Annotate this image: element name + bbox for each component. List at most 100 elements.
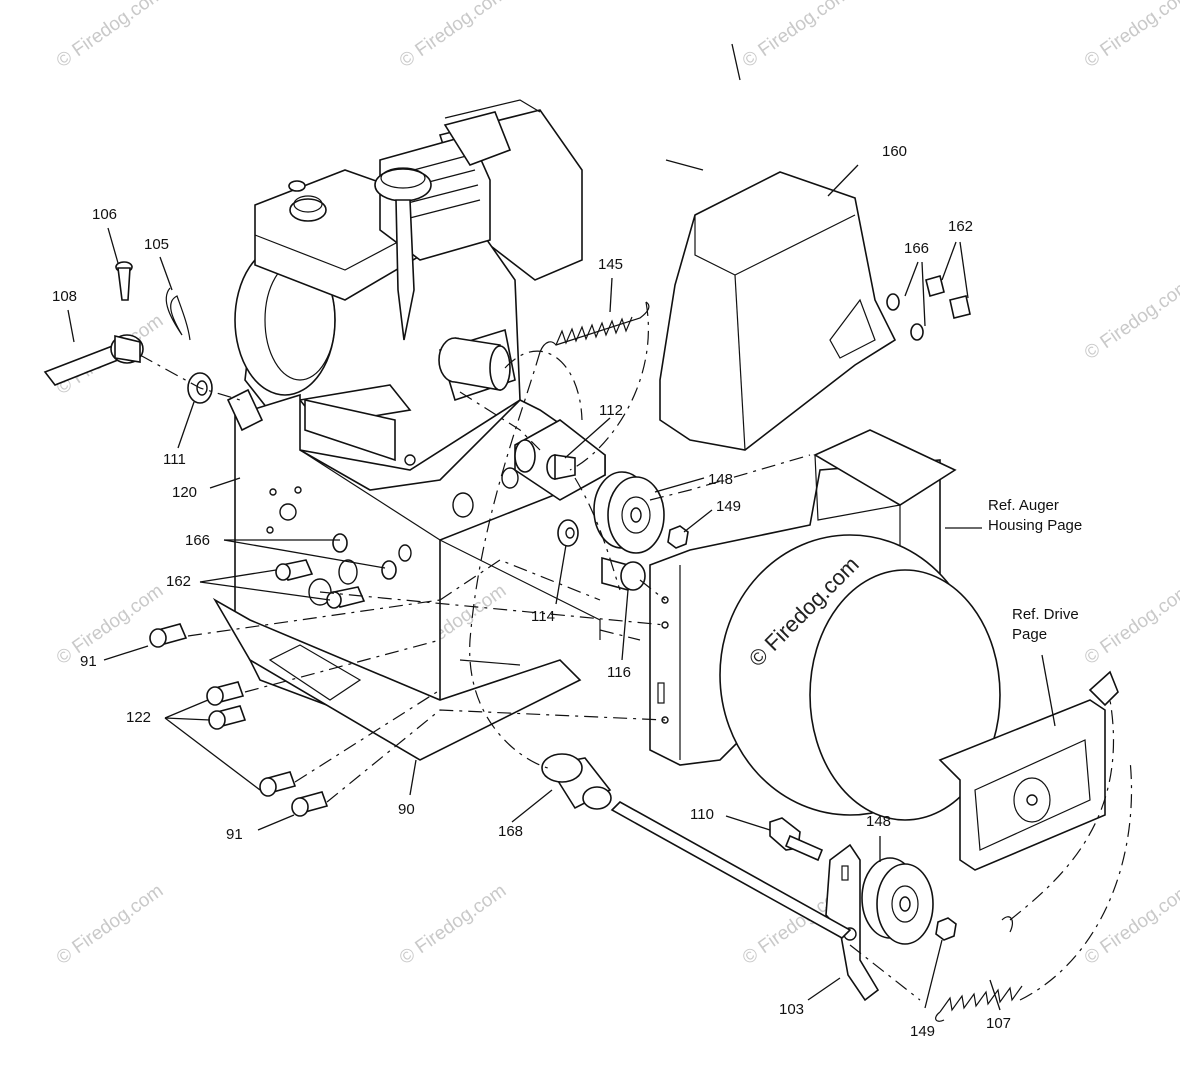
callout-149: 149	[910, 1023, 935, 1040]
leader-145	[609, 277, 613, 313]
leader-122	[164, 699, 209, 719]
leader-107	[989, 979, 1001, 1011]
callout-162: 162	[948, 218, 973, 235]
left-fasteners	[149, 533, 397, 817]
callout-148: 148	[866, 813, 891, 830]
watermark-text: © Firedog.com	[739, 0, 853, 72]
reference-notes: Ref. Auger Housing Page Ref. Drive Page	[988, 497, 1082, 643]
leader-103	[807, 977, 841, 1001]
assembly-line	[599, 629, 641, 641]
leader-162	[959, 241, 969, 299]
engine-top-edge	[444, 99, 541, 119]
watermark-text: © Firedog.com	[53, 880, 167, 969]
watermark-text: © Firedog.com	[1081, 0, 1180, 72]
leader-110	[725, 815, 771, 831]
idler-arm-slot	[841, 865, 849, 881]
frame-hole	[501, 467, 519, 489]
spacer-168	[541, 753, 612, 810]
pulley-bore	[899, 896, 911, 912]
callout-148: 148	[708, 471, 733, 488]
washer-166	[910, 323, 924, 341]
leader-162	[199, 569, 277, 583]
blower-hole	[661, 621, 669, 629]
leader-122	[164, 717, 261, 791]
leader-162	[199, 581, 331, 601]
lever-collar	[114, 334, 141, 363]
assembly-lines	[139, 301, 1133, 1001]
leader-105	[159, 256, 173, 291]
part-108	[43, 334, 144, 386]
cooling-fins	[394, 154, 481, 221]
base-plate-slot	[459, 659, 521, 666]
callout-166: 166	[904, 240, 929, 257]
drive-plate-ear	[1088, 670, 1119, 707]
base-plate-cutout	[268, 644, 362, 701]
ref-drive-line1: Ref. Drive	[1012, 606, 1079, 623]
chute-housing-lip	[694, 214, 856, 276]
bolt-110	[769, 817, 824, 862]
assembly-line	[1009, 699, 1115, 921]
idler-stud	[554, 454, 576, 480]
assembly-line	[187, 599, 441, 637]
frame-side	[439, 539, 601, 640]
chute-housing-edge	[734, 274, 746, 451]
assembly-line	[244, 639, 441, 693]
callout-162: 162	[166, 573, 191, 590]
callout-90: 90	[398, 801, 415, 818]
engine-base-block	[304, 399, 396, 462]
drive-plate-body	[938, 699, 1106, 871]
leader-111	[177, 401, 195, 449]
bolt-162	[925, 275, 945, 297]
watermark-text: © Firedog.com	[396, 880, 510, 969]
assembly-line	[639, 579, 666, 601]
leader-162	[941, 241, 957, 281]
leader-116	[621, 589, 629, 661]
blower-slot	[657, 682, 665, 704]
drive-plate-bore	[1026, 794, 1038, 806]
leader-120	[209, 477, 241, 489]
pulley-148-top	[593, 471, 665, 554]
ref-auger-line2: Housing Page	[988, 517, 1082, 534]
ref-drive-line2: Page	[1012, 626, 1047, 643]
bolt-110-shank	[784, 834, 824, 862]
drive-plate-boss	[1013, 777, 1051, 823]
bolt-122-head	[206, 686, 224, 706]
leader-166	[904, 261, 919, 297]
idler-shaft	[610, 801, 852, 939]
mount-bolt-hole	[404, 454, 416, 466]
frame-hole	[266, 526, 274, 534]
frame-hole	[398, 544, 412, 562]
assembly-line	[469, 351, 549, 769]
leader-106	[107, 227, 119, 264]
watermark-text: © Firedog.com	[53, 580, 167, 669]
callout-160: 160	[882, 143, 907, 160]
muffler	[443, 111, 512, 166]
pulley-hub	[891, 885, 919, 923]
oil-fill-cap-ridge	[380, 167, 426, 189]
part-106	[115, 261, 133, 301]
drive-plate	[938, 670, 1119, 871]
washer-166-left	[381, 560, 397, 580]
bolt-91-lower-head	[291, 797, 309, 817]
assembly-line	[459, 391, 541, 451]
spring-145-coils	[555, 316, 633, 346]
assembly-line	[569, 301, 649, 471]
frame-assembly	[226, 388, 606, 726]
hairpin-clip	[165, 287, 191, 341]
callout-106: 106	[92, 206, 117, 223]
fuel-cap	[289, 198, 327, 222]
callout-166: 166	[185, 532, 210, 549]
watermark-text: © Firedog.com	[53, 0, 167, 72]
leader-149	[683, 509, 713, 533]
drive-plate-recess	[974, 739, 1091, 851]
watermark-text: © Firedog.com	[1081, 580, 1180, 669]
callout-112: 112	[599, 402, 623, 419]
spring-107-coils	[939, 985, 1023, 1013]
watermark-text: © Firedog.com	[1081, 275, 1180, 364]
bolt-162	[949, 295, 971, 319]
bolt-122-head	[259, 777, 277, 797]
leader-122	[164, 717, 211, 721]
leader-ref-drive	[1041, 654, 1056, 727]
